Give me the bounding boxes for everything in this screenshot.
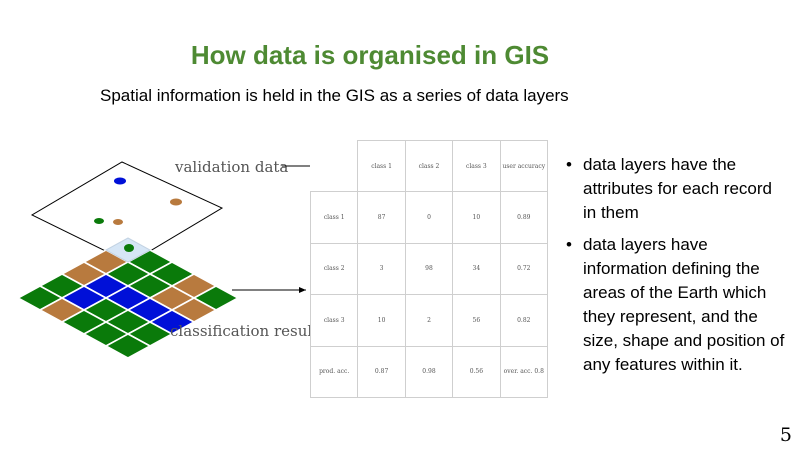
- matrix-cell: 56: [452, 294, 501, 347]
- matrix-row: class 3 10 2 56 0.82: [309, 294, 549, 347]
- matrix-corner-cell: [310, 140, 359, 193]
- matrix-cell: 0.82: [499, 294, 549, 347]
- matrix-header-row: class 1 class 2 class 3 user accuracy: [310, 139, 549, 193]
- bullet-list: • data layers have the attributes for eac…: [564, 153, 789, 385]
- matrix-row-label: prod. acc.: [309, 345, 359, 399]
- validation-point-green: [124, 244, 134, 252]
- matrix-row-label: class 2: [309, 242, 359, 296]
- matrix-row: class 2 3 98 34 0.72: [309, 242, 549, 296]
- classification-grid: [16, 237, 240, 359]
- matrix-cell: 0.56: [452, 345, 501, 399]
- validation-point-brown: [113, 219, 123, 225]
- slide-title: How data is organised in GIS: [190, 40, 550, 70]
- matrix-header-cell: user accuracy: [499, 139, 549, 193]
- matrix-cell: 3: [357, 242, 406, 296]
- matrix-cell: 0.89: [499, 191, 549, 244]
- bullet-item: • data layers have information defining t…: [564, 233, 789, 377]
- matrix-cell: 0.98: [404, 345, 454, 399]
- matrix-header-cell: class 3: [452, 139, 501, 193]
- matrix-cell: 0.72: [499, 242, 549, 296]
- bullet-dot-icon: •: [566, 235, 572, 254]
- matrix-row-label: class 3: [309, 294, 359, 347]
- matrix-row: class 1 87 0 10 0.89: [309, 191, 549, 244]
- validation-label: validation data: [174, 158, 288, 176]
- classification-label: classification result: [170, 322, 310, 340]
- validation-point-brown: [170, 198, 182, 206]
- matrix-cell: 0: [404, 191, 454, 244]
- matrix-row: prod. acc. 0.87 0.98 0.56 over. acc. 0.8: [309, 345, 549, 399]
- validation-point-green: [94, 218, 104, 224]
- matrix-cell: 98: [404, 242, 454, 296]
- matrix-cell: 34: [452, 242, 501, 296]
- confusion-matrix: class 1 class 2 class 3 user accuracy cl…: [309, 139, 549, 399]
- validation-point-blue: [114, 177, 126, 185]
- matrix-cell: 0.87: [357, 345, 406, 399]
- matrix-cell: 10: [357, 294, 406, 347]
- matrix-header-cell: class 2: [404, 139, 454, 193]
- matrix-cell: over. acc. 0.8: [499, 345, 549, 399]
- matrix-cell: 2: [404, 294, 454, 347]
- bullet-item: • data layers have the attributes for eac…: [564, 153, 789, 225]
- grid-cell: [104, 333, 152, 359]
- bullet-text: data layers have the attributes for each…: [583, 155, 772, 222]
- matrix-row-label: class 1: [309, 191, 359, 244]
- matrix-cell: 10: [452, 191, 501, 244]
- bullet-text: data layers have information defining th…: [583, 235, 785, 374]
- page-number: 5: [779, 424, 792, 446]
- bullet-dot-icon: •: [566, 155, 572, 174]
- slide-subtitle: Spatial information is held in the GIS a…: [100, 86, 569, 105]
- matrix-header-cell: class 1: [357, 139, 406, 193]
- matrix-cell: 87: [357, 191, 406, 244]
- layer-diagram: validation data classification result: [16, 158, 310, 359]
